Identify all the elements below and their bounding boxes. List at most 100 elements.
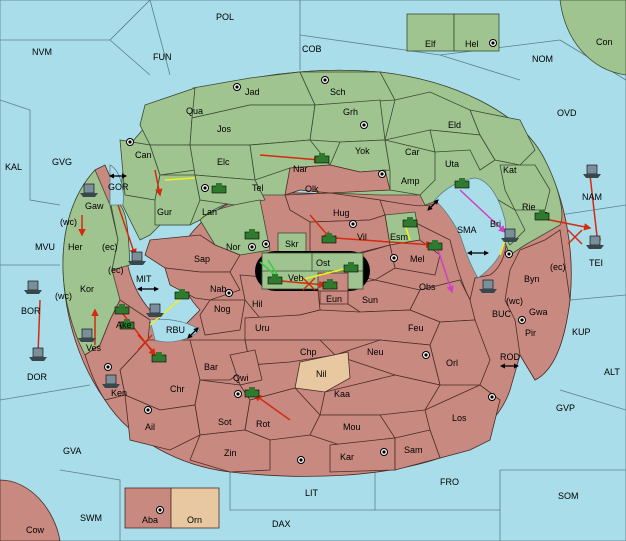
army-icon [244,229,260,240]
supply-center-icon [262,240,270,248]
coast-label: (ec) [108,265,124,275]
label-Hug: Hug [333,208,350,218]
label-Pir: Pir [525,328,536,338]
label-Vil: Vil [357,232,367,242]
label-Elf: Elf [425,39,436,49]
label-BUC: BUC [492,309,512,319]
label-SOM: SOM [558,491,579,501]
label-Kat: Kat [503,165,517,175]
army-icon [534,210,550,221]
army-icon [322,279,338,290]
label-GVA: GVA [63,446,81,456]
label-LIT: LIT [305,488,319,498]
label-Kar: Kar [340,452,354,462]
label-Uta: Uta [445,159,459,169]
continent [62,69,572,477]
label-COB: COB [302,44,322,54]
label-Sot: Sot [218,417,232,427]
label-Qua: Qua [186,106,203,116]
sea-labels: POL NVM FUN COB NOM Con OVD KAL GVG MVU … [5,12,620,535]
label-Hel: Hel [465,39,479,49]
label-Rot: Rot [256,419,271,429]
label-Nog: Nog [214,304,231,314]
label-Los: Los [452,413,467,423]
fleet-icon [78,328,96,342]
army-icon [343,262,359,273]
label-GVP: GVP [556,403,575,413]
label-Kor: Kor [80,284,94,294]
label-Ail: Ail [145,422,155,432]
label-GVG: GVG [52,157,72,167]
army-icon [174,289,190,300]
orders [34,154,602,421]
label-KAL: KAL [5,162,22,172]
supply-center-icon [297,456,305,464]
label-SMA: SMA [457,225,477,235]
label-Hil: Hil [252,299,263,309]
label-Sam: Sam [404,445,423,455]
label-Elc: Elc [217,157,230,167]
fleet-icon [102,374,120,388]
label-Bar: Bar [204,362,218,372]
label-Orl: Orl [446,358,458,368]
label-KUP: KUP [572,327,591,337]
label-Nar: Nar [293,164,308,174]
army-icon [211,183,227,194]
army-icon [321,233,337,244]
label-Zin: Zin [224,448,237,458]
label-Chp: Chp [300,347,317,357]
label-Neu: Neu [367,347,384,357]
label-Rie: Rie [522,202,536,212]
land-labels: Jad Sch Qua Jos Grh Eld Can Yok Car Uta … [68,39,548,525]
label-Con: Con [596,37,613,47]
label-Gur: Gur [157,207,172,217]
label-MIT: MIT [136,274,152,284]
label-Nab: Nab [210,284,227,294]
label-Esm: Esm [390,232,408,242]
army-icon [119,319,135,330]
units [24,153,604,398]
army-icon [151,352,167,363]
supply-center-icon [489,39,497,47]
label-ROD: ROD [500,352,521,362]
coast-label: (wc) [506,296,523,306]
label-POL: POL [216,12,234,22]
label-Mel: Mel [410,254,425,264]
supply-center-icon [156,506,164,514]
label-Jad: Jad [245,87,260,97]
army-icon [454,178,470,189]
fleet-icon [29,347,47,361]
label-Eun: Eun [326,294,342,304]
label-OVD: OVD [557,108,577,118]
label-FRO: FRO [440,477,459,487]
fleet-icon [128,251,146,265]
coast-label: (wc) [60,217,77,227]
supply-center-icon [422,351,430,359]
label-Ost: Ost [316,258,331,268]
label-Can: Can [135,150,152,160]
label-SWM: SWM [80,513,102,523]
label-ALT: ALT [604,367,620,377]
label-Sap: Sap [194,254,210,264]
supply-center-icon [104,363,112,371]
supply-center-icon [488,393,496,401]
supply-center-icon [144,406,152,414]
connection-arrows [108,173,520,369]
label-NOM: NOM [532,54,553,64]
supply-center-icon [225,289,233,297]
label-Gaw: Gaw [85,201,104,211]
supply-center-icon [518,316,526,324]
coast-label: (ec) [550,262,566,272]
label-Lan: Lan [202,207,217,217]
label-Skr: Skr [285,239,299,249]
label-Sun: Sun [362,295,378,305]
label-Qwi: Qwi [233,373,249,383]
label-Car: Car [405,147,420,157]
label-Sch: Sch [330,87,346,97]
label-RBU: RBU [166,325,185,335]
supply-center-icon [390,254,398,262]
fleet-icon [146,303,164,317]
label-Cow: Cow [26,525,45,535]
fleet-icon [80,183,98,197]
label-DOR: DOR [27,372,48,382]
